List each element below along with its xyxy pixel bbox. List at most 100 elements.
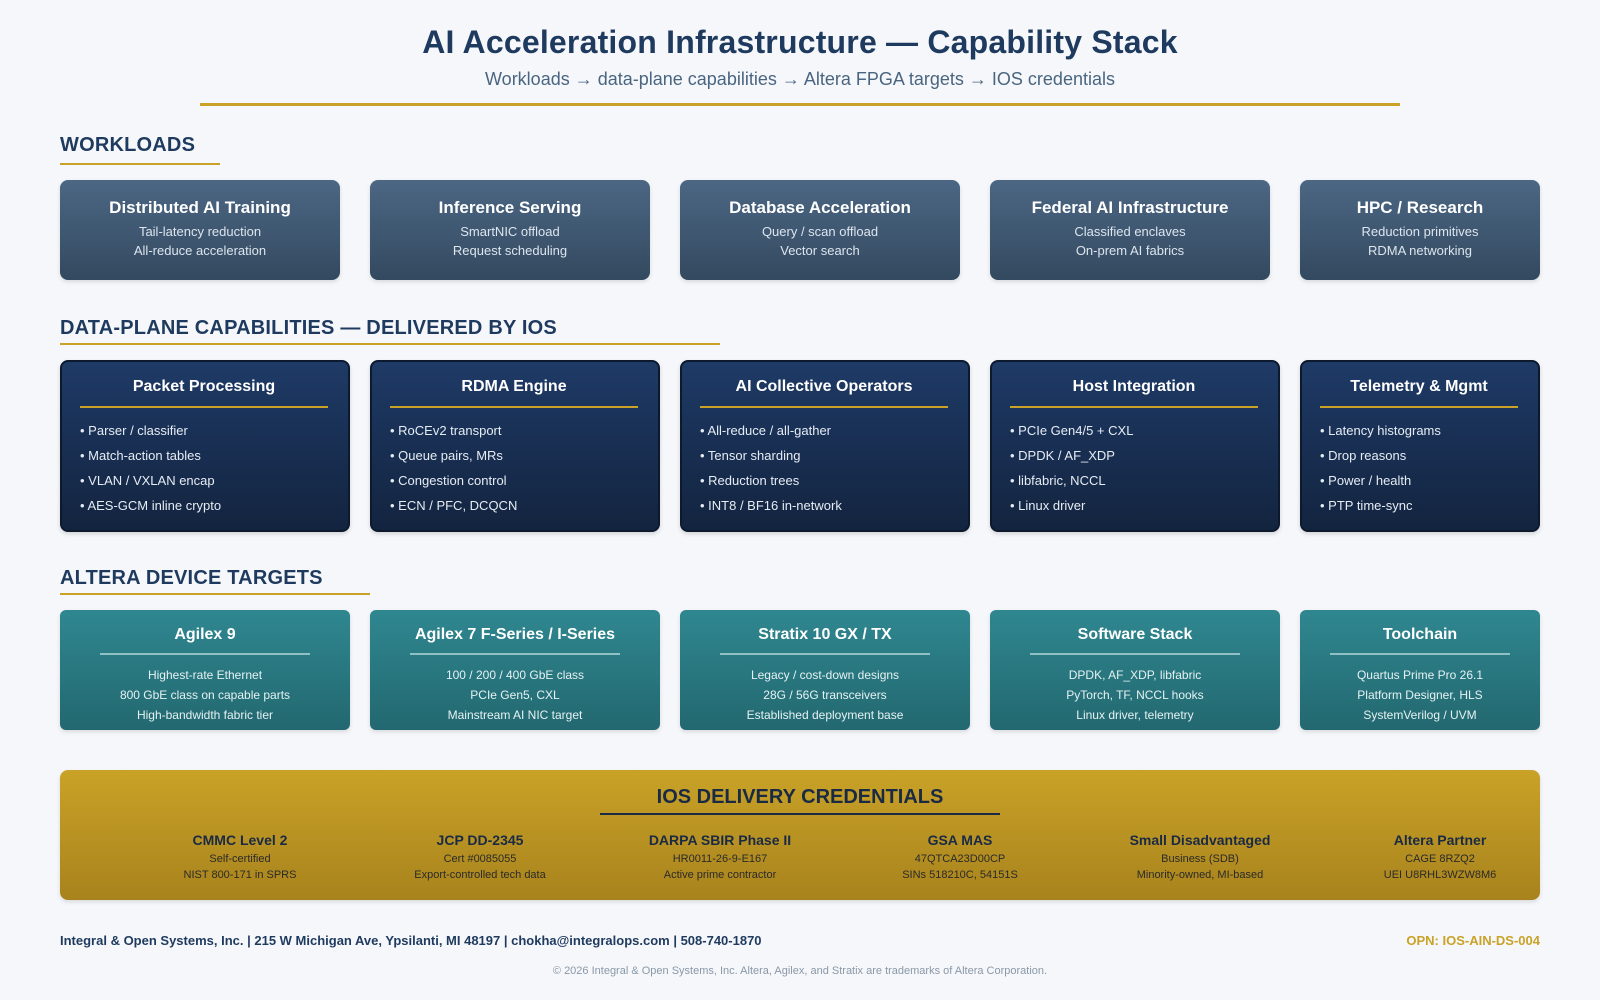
credential-detail: Export-controlled tech data (414, 869, 546, 881)
credential-item: Small Disadvantaged Business (SDB) Minor… (1080, 832, 1320, 881)
page-header: AI Acceleration Infrastructure — Capabil… (0, 24, 1600, 90)
footer-contact: Integral & Open Systems, Inc. | 215 W Mi… (60, 933, 762, 948)
page-title: AI Acceleration Infrastructure — Capabil… (422, 24, 1178, 60)
credential-name: Small Disadvantaged (1129, 832, 1271, 848)
page-subtitle: Workloads → data-plane capabilities → Al… (485, 69, 1115, 89)
list-item: • AES-GCM inline crypto (80, 498, 222, 513)
workload-detail: Classified enclaves (1074, 224, 1186, 239)
workload-title: HPC / Research (1356, 198, 1484, 217)
credential-name: JCP DD-2345 (436, 832, 524, 848)
credential-detail: Self-certified (209, 853, 271, 865)
section-title-workloads: WORKLOADS (60, 134, 196, 156)
device-details: Highest-rate Ethernet 800 GbE class on c… (60, 665, 350, 725)
list-item: • Linux driver (1010, 498, 1086, 513)
credentials-panel: IOS DELIVERY CREDENTIALS CMMC Level 2 Se… (60, 770, 1540, 900)
device-details: DPDK, AF_XDP, libfabric PyTorch, TF, NCC… (990, 665, 1280, 725)
device-details: Legacy / cost-down designs 28G / 56G tra… (680, 665, 970, 725)
list-item: • Match-action tables (80, 448, 201, 463)
device-title: Agilex 9 (100, 626, 310, 655)
workload-detail: Request scheduling (452, 243, 568, 258)
list-item: • VLAN / VXLAN encap (80, 473, 215, 488)
device-detail: 28G / 56G transceivers (763, 688, 887, 702)
copyright-notice: © 2026 Integral & Open Systems, Inc. Alt… (552, 965, 1048, 977)
credential-detail: Business (SDB) (1161, 853, 1239, 865)
list-item: • INT8 / BF16 in-network (700, 498, 842, 513)
capability-card: Telemetry & Mgmt • Latency histograms • … (1300, 360, 1540, 532)
device-detail: PCIe Gen5, CXL (470, 688, 560, 702)
workload-card: Federal AI Infrastructure Classified enc… (990, 180, 1270, 280)
list-item: • Parser / classifier (80, 423, 188, 438)
credential-name: GSA MAS (927, 832, 993, 848)
workload-title: Inference Serving (438, 198, 582, 217)
device-detail: Established deployment base (746, 708, 904, 722)
device-card: Toolchain Quartus Prime Pro 26.1 Platfor… (1300, 610, 1540, 730)
device-detail: Quartus Prime Pro 26.1 (1356, 668, 1484, 682)
credential-item: CMMC Level 2 Self-certified NIST 800-171… (120, 832, 360, 881)
credential-detail: Active prime contractor (663, 869, 777, 881)
device-detail: 100 / 200 / 400 GbE class (445, 668, 585, 682)
device-detail: PyTorch, TF, NCCL hooks (1066, 688, 1204, 702)
device-detail: Mainstream AI NIC target (447, 708, 583, 722)
device-card: Agilex 9 Highest-rate Ethernet 800 GbE c… (60, 610, 350, 730)
credential-detail: NIST 800-171 in SPRS (183, 869, 297, 881)
credential-item: Altera Partner CAGE 8RZQ2 UEI U8RHL3WZW8… (1320, 832, 1560, 881)
device-card: Agilex 7 F-Series / I-Series 100 / 200 /… (370, 610, 660, 730)
credential-name: Altera Partner (1393, 832, 1487, 848)
list-item: • Latency histograms (1320, 423, 1441, 438)
credential-detail: HR0011-26-9-E167 (672, 853, 768, 865)
device-title: Stratix 10 GX / TX (720, 626, 930, 655)
workload-card: Inference Serving SmartNIC offload Reque… (370, 180, 650, 280)
workload-detail: SmartNIC offload (460, 224, 560, 239)
capability-title: RDMA Engine (390, 378, 638, 408)
device-title: Agilex 7 F-Series / I-Series (410, 626, 620, 655)
capability-list: • Latency histograms • Drop reasons • Po… (1320, 418, 1518, 518)
workload-detail: RDMA networking (1367, 243, 1473, 258)
credential-detail: SINs 518210C, 54151S (902, 869, 1018, 881)
device-card: Software Stack DPDK, AF_XDP, libfabric P… (990, 610, 1280, 730)
workload-detail: On-prem AI fabrics (1075, 243, 1185, 258)
workload-detail: Reduction primitives (1361, 224, 1479, 239)
list-item: • All-reduce / all-gather (700, 423, 832, 438)
capability-list: • RoCEv2 transport • Queue pairs, MRs • … (390, 418, 638, 518)
workload-title: Distributed AI Training (109, 198, 291, 217)
workload-detail: Tail-latency reduction (138, 224, 262, 239)
list-item: • Tensor sharding (700, 448, 801, 463)
capability-card: AI Collective Operators • All-reduce / a… (680, 360, 970, 532)
device-detail: Highest-rate Ethernet (147, 668, 263, 682)
capability-list: • PCIe Gen4/5 + CXL • DPDK / AF_XDP • li… (1010, 418, 1258, 518)
workload-title: Database Acceleration (729, 198, 911, 217)
credential-item: DARPA SBIR Phase II HR0011-26-9-E167 Act… (600, 832, 840, 881)
footer-opn: OPN: IOS-AIN-DS-004 (1406, 933, 1540, 948)
list-item: • Power / health (1320, 473, 1412, 488)
capability-title: AI Collective Operators (700, 378, 948, 408)
list-item: • Drop reasons (1320, 448, 1407, 463)
credential-detail: Minority-owned, MI-based (1136, 869, 1264, 881)
capability-title: Telemetry & Mgmt (1320, 378, 1518, 408)
capability-card: RDMA Engine • RoCEv2 transport • Queue p… (370, 360, 660, 532)
section-title-capabilities: DATA-PLANE CAPABILITIES — DELIVERED BY I… (60, 317, 557, 339)
section-divider-devices (60, 593, 370, 595)
workload-detail: Query / scan offload (761, 224, 879, 239)
list-item: • RoCEv2 transport (390, 423, 502, 438)
workload-card: HPC / Research Reduction primitives RDMA… (1300, 180, 1540, 280)
list-item: • Queue pairs, MRs (390, 448, 503, 463)
device-title: Toolchain (1330, 626, 1510, 655)
section-divider-workloads (60, 163, 220, 165)
device-details: 100 / 200 / 400 GbE class PCIe Gen5, CXL… (370, 665, 660, 725)
capability-title: Packet Processing (80, 378, 328, 408)
credential-item: GSA MAS 47QTCA23D00CP SINs 518210C, 5415… (840, 832, 1080, 881)
capability-title: Host Integration (1010, 378, 1258, 408)
credential-detail: CAGE 8RZQ2 (1405, 853, 1475, 865)
device-detail: Linux driver, telemetry (1076, 708, 1194, 722)
list-item: • libfabric, NCCL (1010, 473, 1106, 488)
device-title: Software Stack (1030, 626, 1240, 655)
device-card: Stratix 10 GX / TX Legacy / cost-down de… (680, 610, 970, 730)
devices-row: Agilex 9 Highest-rate Ethernet 800 GbE c… (60, 610, 1540, 730)
device-detail: 800 GbE class on capable parts (119, 688, 291, 702)
device-detail: SystemVerilog / UVM (1363, 708, 1477, 722)
credential-name: CMMC Level 2 (192, 832, 288, 848)
device-detail: Platform Designer, HLS (1357, 688, 1483, 702)
device-details: Quartus Prime Pro 26.1 Platform Designer… (1300, 665, 1540, 725)
device-detail: DPDK, AF_XDP, libfabric (1068, 668, 1202, 682)
workload-title: Federal AI Infrastructure (1031, 198, 1229, 217)
